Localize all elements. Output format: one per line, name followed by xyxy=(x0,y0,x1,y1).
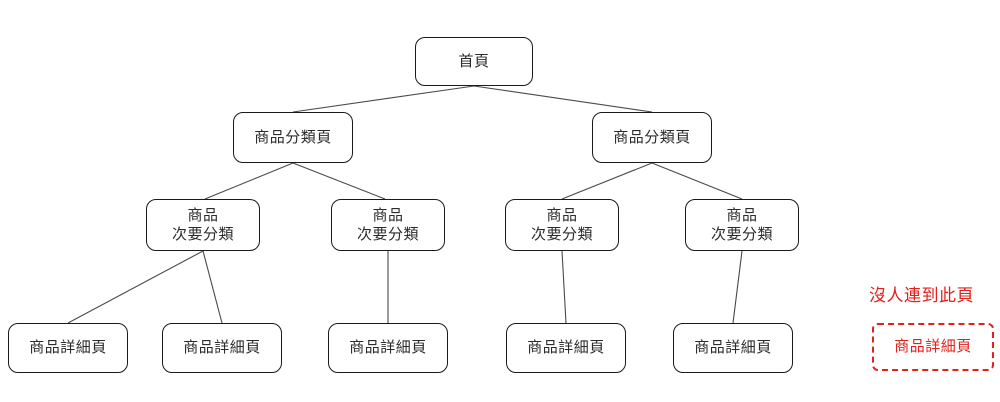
node-detail-3-label: 商品詳細頁 xyxy=(349,338,427,357)
node-detail-orphan-label: 商品詳細頁 xyxy=(894,337,972,356)
node-category-right[interactable]: 商品分類頁 xyxy=(592,112,712,163)
edge-sub-1-to-detail-2 xyxy=(202,250,223,324)
node-subcategory-2[interactable]: 商品 次要分類 xyxy=(331,199,445,251)
edge-cat-right-to-sub-4 xyxy=(651,162,743,200)
node-category-left-label: 商品分類頁 xyxy=(254,127,332,146)
node-detail-2-label: 商品詳細頁 xyxy=(183,338,261,357)
node-home-label: 首頁 xyxy=(458,51,490,70)
node-subcategory-1-label: 商品 次要分類 xyxy=(171,205,234,243)
edge-cat-right-to-sub-3 xyxy=(561,162,653,200)
edge-sub-1-to-detail-1 xyxy=(67,250,204,324)
node-category-right-label: 商品分類頁 xyxy=(613,127,691,146)
node-category-left[interactable]: 商品分類頁 xyxy=(233,112,353,163)
node-detail-4[interactable]: 商品詳細頁 xyxy=(506,323,626,373)
node-detail-2[interactable]: 商品詳細頁 xyxy=(162,323,282,373)
orphan-annotation-text: 沒人連到此頁 xyxy=(869,286,974,306)
node-home[interactable]: 首頁 xyxy=(415,37,533,86)
node-detail-5[interactable]: 商品詳細頁 xyxy=(673,323,793,373)
node-subcategory-1[interactable]: 商品 次要分類 xyxy=(146,199,260,251)
edge-home-to-cat-left xyxy=(292,85,475,113)
node-detail-3[interactable]: 商品詳細頁 xyxy=(328,323,448,373)
node-subcategory-2-label: 商品 次要分類 xyxy=(356,205,419,243)
node-detail-4-label: 商品詳細頁 xyxy=(527,338,605,357)
node-detail-5-label: 商品詳細頁 xyxy=(694,338,772,357)
node-subcategory-4-label: 商品 次要分類 xyxy=(710,205,773,243)
edge-sub-3-to-detail-4 xyxy=(561,250,567,324)
edge-cat-left-to-sub-1 xyxy=(204,162,294,200)
node-detail-1-label: 商品詳細頁 xyxy=(29,338,107,357)
node-detail-orphan[interactable]: 商品詳細頁 xyxy=(872,323,994,371)
node-subcategory-3-label: 商品 次要分類 xyxy=(530,205,593,243)
node-subcategory-3[interactable]: 商品 次要分類 xyxy=(505,199,619,251)
node-subcategory-4[interactable]: 商品 次要分類 xyxy=(685,199,799,251)
edge-sub-4-to-detail-5 xyxy=(732,250,743,324)
edge-cat-left-to-sub-2 xyxy=(292,162,386,200)
edge-home-to-cat-right xyxy=(473,85,653,113)
node-detail-1[interactable]: 商品詳細頁 xyxy=(8,323,128,373)
